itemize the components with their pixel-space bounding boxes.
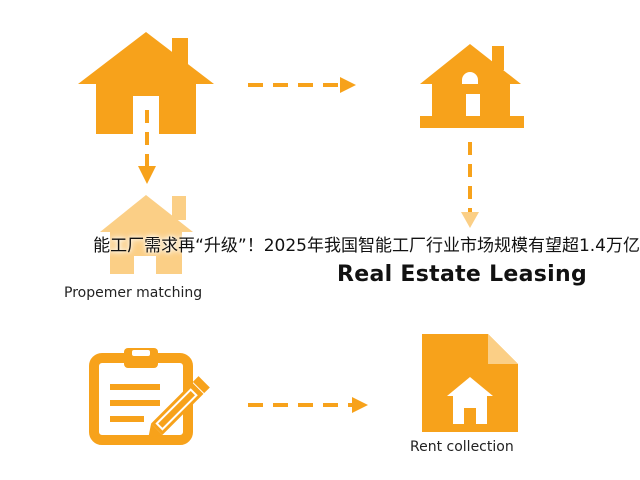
house-icon (78, 32, 214, 134)
house-with-window-icon (420, 44, 524, 128)
document-house-icon (422, 334, 518, 432)
arrow-down-right (461, 142, 479, 228)
arrow-right-bottom (248, 397, 368, 413)
banner-text: 能工厂需求再“升级”！2025年我国智能工厂行业市场规模有望超1.4万亿 (93, 236, 640, 256)
overlay-banner: 能工厂需求再“升级”！2025年我国智能工厂行业市场规模有望超1.4万亿 (0, 228, 640, 258)
arrow-down-left (138, 110, 156, 184)
arrow-right-top (248, 77, 356, 93)
node-label-leasing: Real Estate Leasing (337, 262, 588, 287)
faded-house-icon (100, 195, 193, 274)
node-label-matching: Propemer matching (64, 285, 203, 301)
clipboard-pencil-icon (89, 348, 210, 445)
node-label-rent: Rent collection (410, 439, 514, 455)
